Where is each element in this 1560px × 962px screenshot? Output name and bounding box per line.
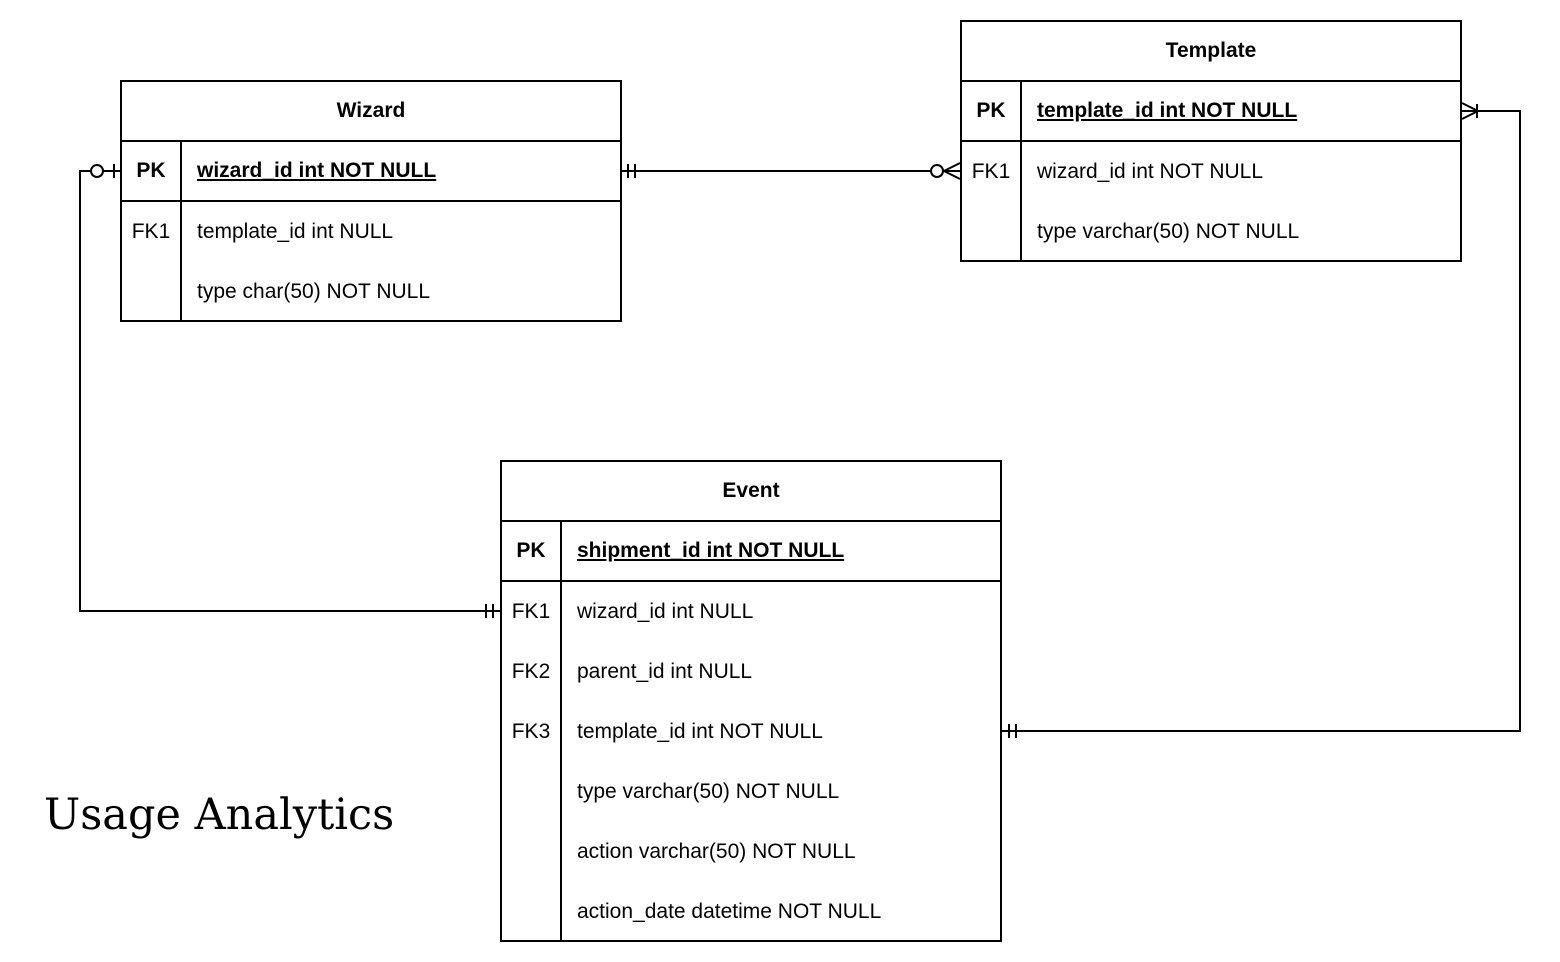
key-label: FK1 — [131, 220, 171, 243]
entity-wizard[interactable]: Wizard PK wizard_id int NOT NULL FK1 tem… — [120, 80, 622, 322]
primary-key-row[interactable]: PK template_id int NOT NULL — [962, 82, 1460, 142]
diagram-title: Usage Analytics — [44, 790, 395, 840]
field-name: wizard_id int NOT NULL — [197, 159, 437, 182]
field-name[interactable]: action varchar(50) NOT NULL — [577, 840, 856, 863]
field-name[interactable]: action_date datetime NOT NULL — [577, 900, 882, 923]
key-label: FK1 — [971, 160, 1011, 183]
key-label — [502, 882, 560, 942]
zero-mark — [90, 164, 104, 178]
field-name[interactable]: template_id int NOT NULL — [577, 720, 823, 743]
key-label — [962, 202, 1020, 262]
zero-mark — [930, 164, 944, 178]
entity-template[interactable]: Template PK template_id int NOT NULL FK1… — [960, 20, 1462, 262]
key-label: FK2 — [511, 660, 551, 683]
field-name[interactable]: wizard_id int NULL — [577, 600, 754, 623]
rel-wizard-template[interactable] — [622, 162, 961, 180]
key-label: PK — [976, 99, 1006, 122]
key-label: FK1 — [511, 600, 551, 623]
field-name[interactable]: parent_id int NULL — [577, 660, 753, 683]
crow-foot — [1461, 110, 1479, 120]
key-label: FK3 — [511, 720, 551, 743]
entity-event[interactable]: Event PK shipment_id int NOT NULL FK1 FK… — [500, 460, 1002, 942]
key-label — [502, 762, 560, 822]
crow-foot — [943, 170, 961, 180]
field-name[interactable]: template_id int NULL — [197, 220, 394, 243]
key-label — [502, 822, 560, 882]
rel-wizard-event[interactable] — [79, 164, 500, 618]
crow-foot — [1461, 102, 1479, 112]
entity-title: Template — [962, 22, 1460, 82]
rel-event-template[interactable] — [1002, 102, 1521, 738]
field-name[interactable]: type char(50) NOT NULL — [197, 280, 431, 303]
field-name[interactable]: wizard_id int NOT NULL — [1037, 160, 1264, 183]
entity-body: FK1 FK2 FK3 wizard_id int NULL parent_id… — [502, 582, 1000, 942]
primary-key-row[interactable]: PK wizard_id int NOT NULL — [122, 142, 620, 202]
field-name[interactable]: type varchar(50) NOT NULL — [1037, 220, 1300, 243]
entity-body: FK1 wizard_id int NOT NULL type varchar(… — [962, 142, 1460, 262]
field-name: template_id int NOT NULL — [1037, 99, 1298, 122]
entity-title: Event — [502, 462, 1000, 522]
entity-body: FK1 template_id int NULL type char(50) N… — [122, 202, 620, 322]
key-label — [122, 262, 180, 322]
primary-key-row[interactable]: PK shipment_id int NOT NULL — [502, 522, 1000, 582]
key-label: PK — [516, 539, 546, 562]
crow-foot — [943, 162, 961, 172]
key-label: PK — [136, 159, 166, 182]
entity-title: Wizard — [122, 82, 620, 142]
field-name: shipment_id int NOT NULL — [577, 539, 845, 562]
field-name[interactable]: type varchar(50) NOT NULL — [577, 780, 840, 803]
